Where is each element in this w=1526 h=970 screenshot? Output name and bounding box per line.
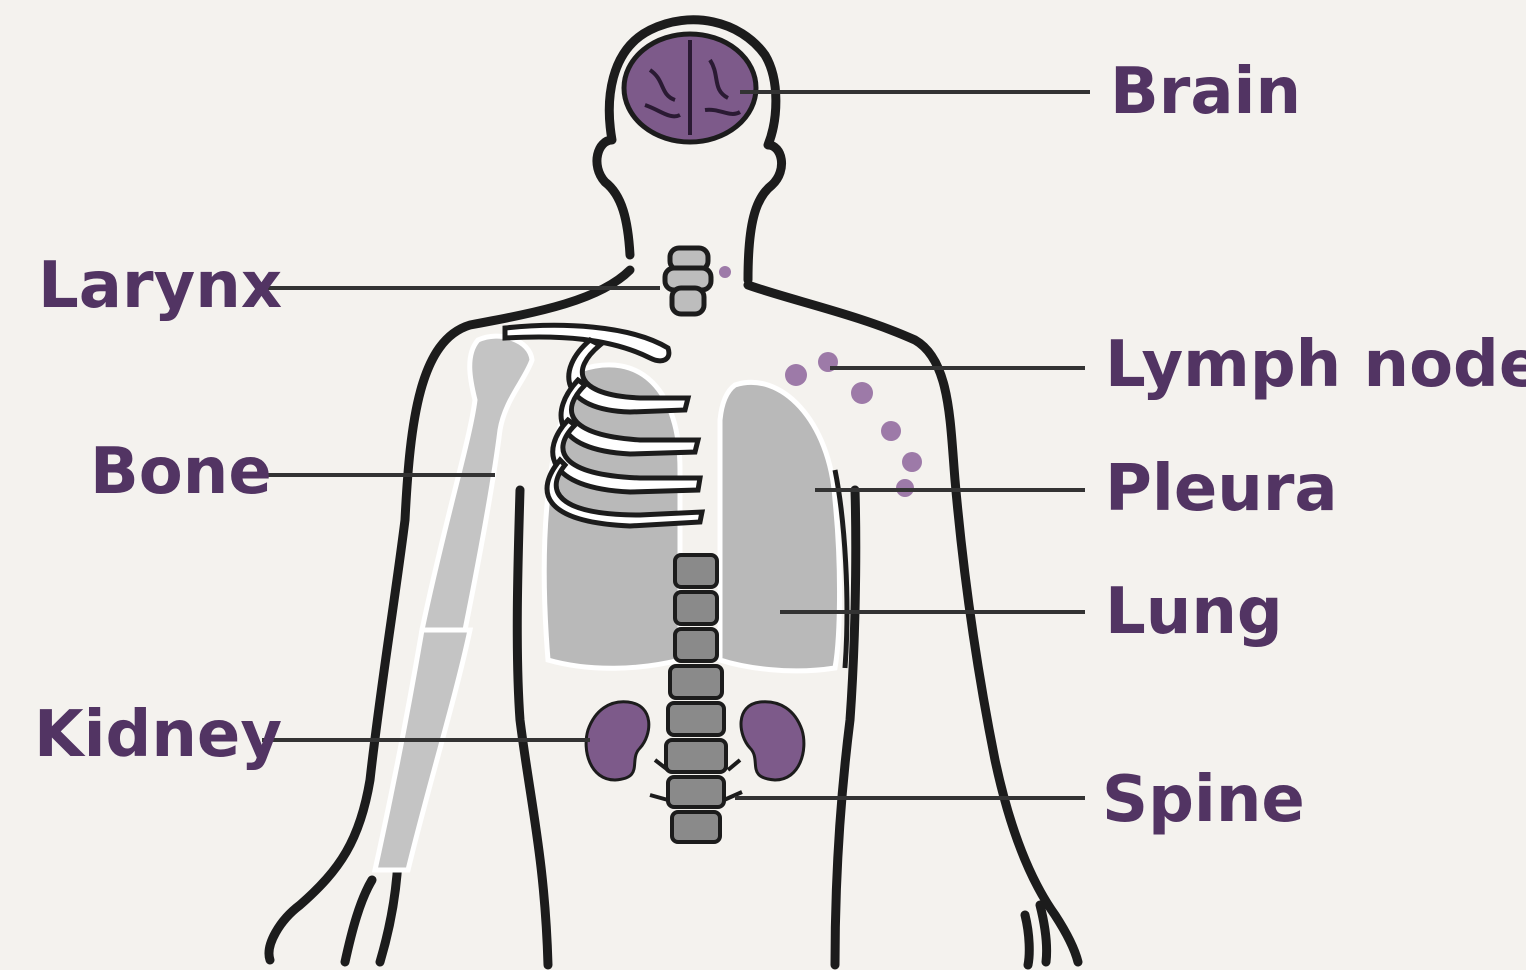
brain-organ [624,34,756,142]
right-kidney [741,702,804,780]
lymph-node-label: Lymph node [1105,333,1526,397]
right-lung [720,382,840,671]
lung-label: Lung [1105,580,1283,644]
bone-label: Bone [90,440,272,504]
larynx-label: Larynx [38,254,282,318]
arm-bones [375,336,532,870]
pleura-label: Pleura [1105,457,1338,521]
larynx-organ [665,248,711,314]
spine-label: Spine [1102,768,1305,832]
kidney-label: Kidney [34,703,282,767]
left-kidney [586,702,649,780]
brain-label: Brain [1110,60,1301,124]
